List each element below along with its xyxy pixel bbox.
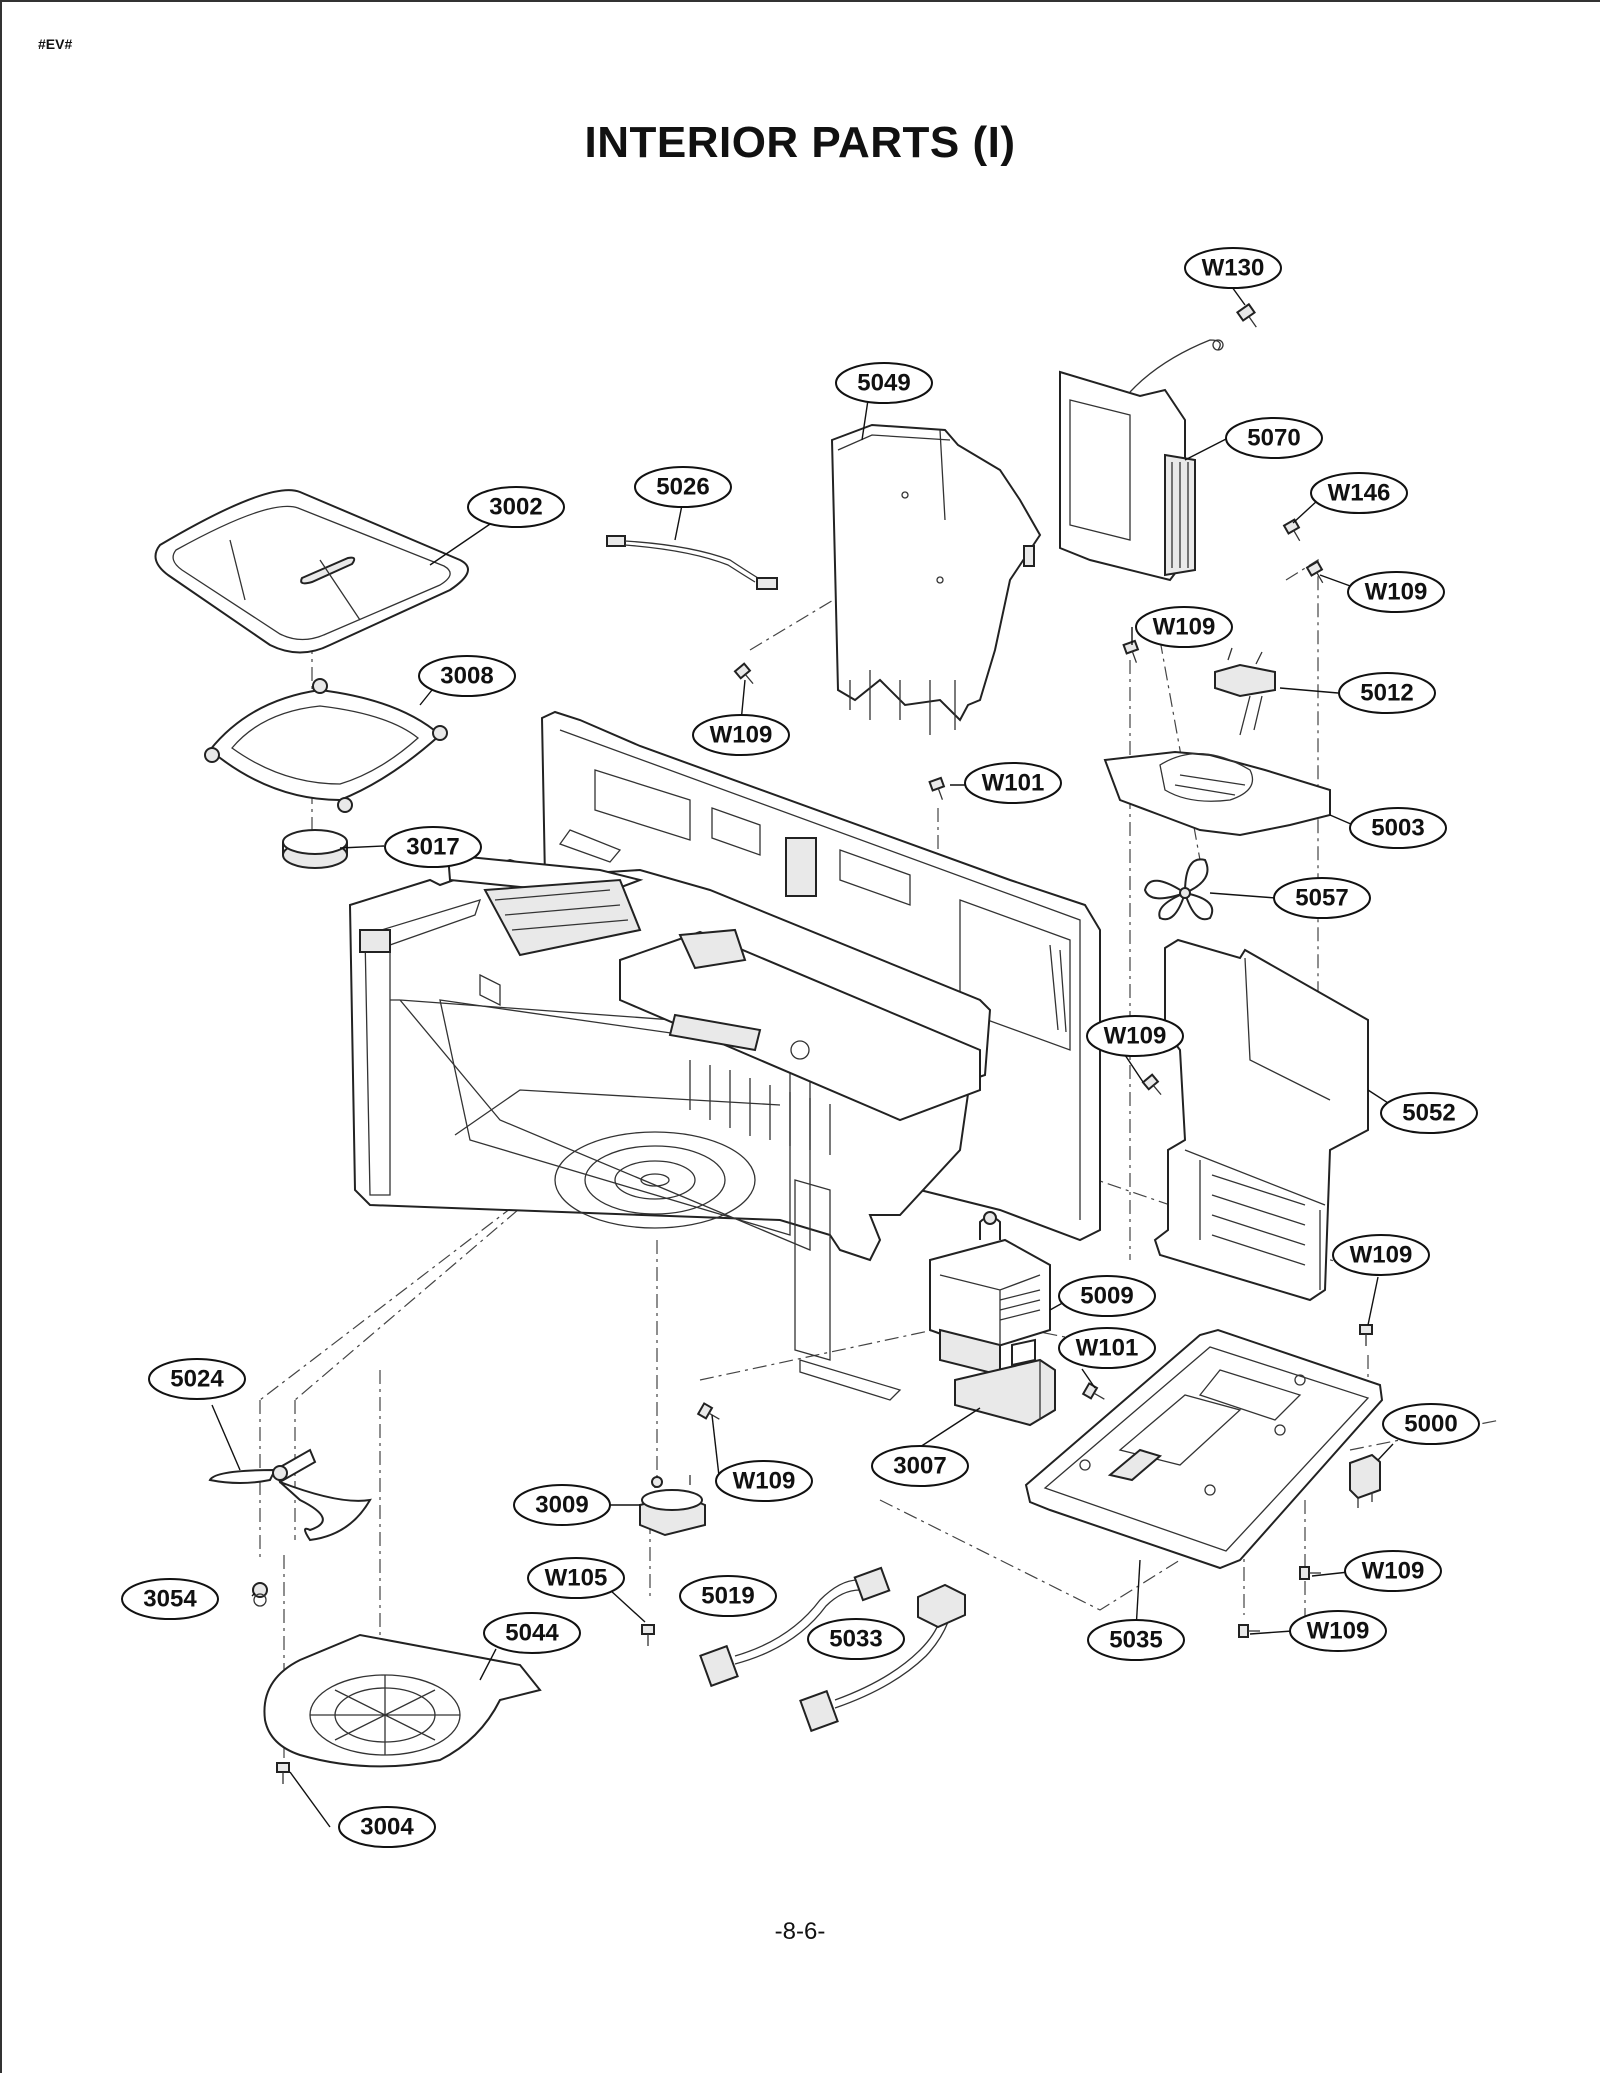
callout-label: 5033 (829, 1626, 882, 1653)
callout-3017: 3017 (384, 826, 482, 868)
glass-tray-drawing (154, 489, 469, 654)
callout-label: 3008 (440, 663, 493, 690)
callout-5024: 5024 (148, 1358, 246, 1400)
callout-label: W109 (1104, 1023, 1167, 1050)
callout-5070: 5070 (1225, 417, 1323, 459)
callout-label: W109 (710, 722, 773, 749)
callout-w109-d: W109 (1086, 1015, 1184, 1057)
air-duct-drawing (1153, 938, 1369, 1302)
callout-w101-a: W101 (964, 762, 1062, 804)
part-callouts: 3002 3008 3017 5026 5049 W109 W130 5070 … (121, 247, 1480, 1848)
callout-label: 5019 (701, 1583, 754, 1610)
callout-w109-a: W109 (692, 714, 790, 756)
callout-label: 5024 (170, 1366, 224, 1393)
callout-5003: 5003 (1349, 807, 1447, 849)
bracket-5049-drawing (830, 423, 1042, 735)
screw-drawings (252, 302, 1373, 1784)
callout-label: W105 (545, 1565, 608, 1592)
callout-3002: 3002 (467, 486, 565, 528)
coupler-drawing (282, 829, 348, 869)
callout-label: W130 (1202, 255, 1265, 282)
fan-blade-drawing (1143, 858, 1214, 921)
callout-label: W101 (1076, 1335, 1139, 1362)
callout-label: 5044 (505, 1620, 559, 1647)
callout-5044: 5044 (483, 1612, 581, 1654)
callout-label: 5049 (857, 370, 910, 397)
callout-5019: 5019 (679, 1575, 777, 1617)
callout-label: W109 (1153, 614, 1216, 641)
callout-label: W109 (1365, 579, 1428, 606)
callout-3054: 3054 (121, 1578, 219, 1620)
callout-label: 3007 (893, 1453, 946, 1480)
fan-motor-bracket-drawing (1103, 750, 1331, 837)
callout-w109-h: W109 (1289, 1610, 1387, 1652)
callout-label: W109 (1307, 1618, 1370, 1645)
callout-label: 3009 (535, 1492, 588, 1519)
callout-w109-f: W109 (715, 1460, 813, 1502)
callout-label: W109 (1362, 1558, 1425, 1585)
callout-label: 5026 (656, 474, 709, 501)
callout-label: 5057 (1295, 885, 1348, 912)
cavity-assembly-drawing (348, 710, 1101, 1401)
magnetron-drawing (929, 1211, 1051, 1377)
callout-label: 5035 (1109, 1627, 1162, 1654)
callout-5009: 5009 (1058, 1275, 1156, 1317)
callout-w109-b: W109 (1347, 571, 1445, 613)
callout-w109-c: W109 (1135, 606, 1233, 648)
page-number: -8-6- (774, 1918, 826, 1945)
noise-filter-drawing (1059, 339, 1224, 582)
callout-label: 3002 (489, 494, 542, 521)
callout-label: W109 (733, 1468, 796, 1495)
callout-label: 5009 (1080, 1283, 1133, 1310)
stirrer-motor-drawing (639, 1475, 706, 1537)
callout-5026: 5026 (634, 466, 732, 508)
callout-label: 3054 (143, 1586, 197, 1613)
wire-harness-drawing (606, 535, 778, 590)
base-plate-drawing (1024, 1328, 1384, 1570)
page-title: INTERIOR PARTS (I) (584, 118, 1016, 167)
callout-w109-e: W109 (1332, 1234, 1430, 1276)
callout-3007: 3007 (871, 1445, 969, 1487)
callout-w101-b: W101 (1058, 1327, 1156, 1369)
callout-label: 3004 (360, 1814, 414, 1841)
thermostat-drawing (1214, 647, 1276, 736)
callout-5057: 5057 (1273, 877, 1371, 919)
callout-label: 5012 (1360, 680, 1413, 707)
callout-label: W146 (1328, 480, 1391, 507)
roller-ring-drawing (204, 678, 448, 813)
callout-5033: 5033 (807, 1618, 905, 1660)
callout-label: W109 (1350, 1242, 1413, 1269)
harness-5019-drawing (699, 1566, 891, 1688)
callout-label: W101 (982, 770, 1045, 797)
callout-w109-g: W109 (1344, 1550, 1442, 1592)
callout-5052: 5052 (1380, 1092, 1478, 1134)
callout-label: 5000 (1404, 1411, 1457, 1438)
callout-w130: W130 (1184, 247, 1282, 289)
callout-5035: 5035 (1087, 1619, 1185, 1661)
callout-label: 5052 (1402, 1100, 1455, 1127)
callout-label: 3017 (406, 834, 459, 861)
stirrer-cover-drawing (263, 1633, 542, 1768)
callout-5049: 5049 (835, 362, 933, 404)
callout-3004: 3004 (338, 1806, 436, 1848)
callout-w146: W146 (1310, 472, 1408, 514)
harness-5033-drawing (799, 1583, 966, 1733)
callout-3008: 3008 (418, 655, 516, 697)
callout-3009: 3009 (513, 1484, 611, 1526)
callout-w105: W105 (527, 1557, 625, 1599)
doc-code: #EV# (38, 36, 73, 52)
stirrer-blade-drawing (208, 1448, 372, 1542)
choke-coil-drawing (1349, 1453, 1381, 1508)
callout-label: 5003 (1371, 815, 1424, 842)
callout-5000: 5000 (1382, 1403, 1480, 1445)
callout-5012: 5012 (1338, 672, 1436, 714)
callout-label: 5070 (1247, 425, 1300, 452)
